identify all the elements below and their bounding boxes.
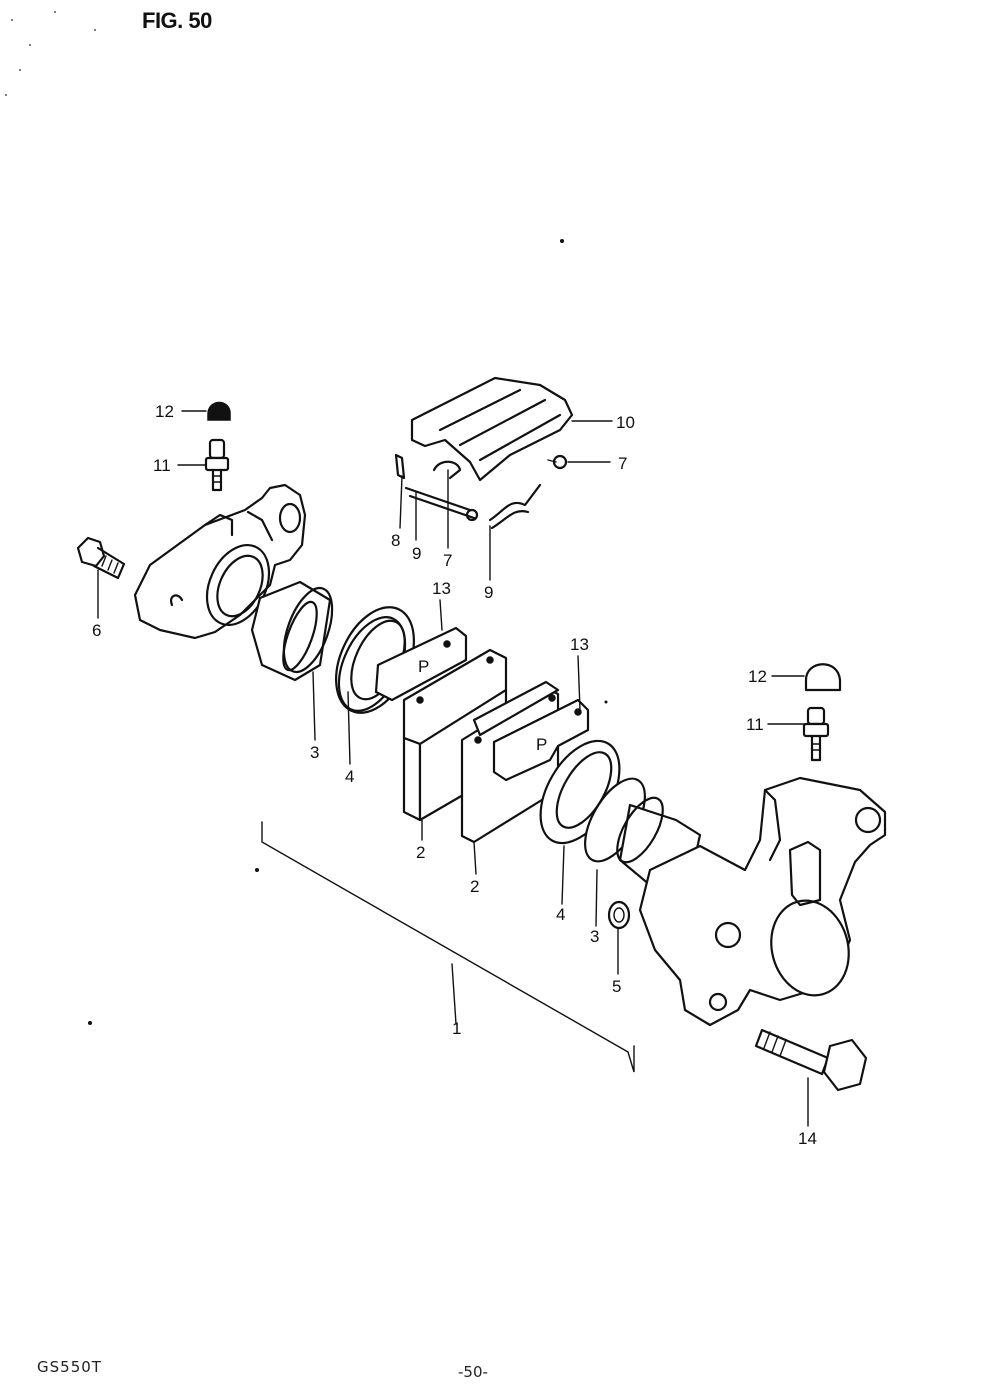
shim-mark-right: P — [536, 735, 547, 754]
piston-left — [250, 580, 334, 682]
callout-3-right: 3 — [590, 927, 599, 946]
callout-7-right: 7 — [618, 454, 627, 473]
footer-model-code: GS550T — [37, 1358, 102, 1376]
callout-6: 6 — [92, 621, 101, 640]
bleeder-valve-left — [204, 438, 230, 492]
callout-13-left: 13 — [432, 579, 451, 598]
callout-9-lower: 9 — [484, 583, 493, 602]
bleeder-valve-right — [802, 706, 830, 762]
callout-11-right: 11 — [746, 715, 764, 734]
callout-labels: 12 11 6 10 7 8 9 7 9 13 13 3 4 2 2 12 11… — [92, 402, 817, 1148]
bleeder-cap-right — [804, 663, 842, 692]
bolt-14 — [754, 1028, 868, 1092]
assembly-bracket — [261, 821, 635, 1073]
figure-title: FIG. 50 — [142, 8, 212, 33]
callout-2-left: 2 — [416, 843, 425, 862]
callout-3-left: 3 — [310, 743, 319, 762]
bleeder-cap-left — [207, 401, 231, 421]
callout-12-left: 12 — [155, 402, 174, 421]
callout-4-right: 4 — [556, 905, 565, 924]
scan-specks — [5, 11, 608, 1025]
callout-13-right: 13 — [570, 635, 589, 654]
shim-mark-left: P — [418, 657, 429, 676]
callout-12-right: 12 — [748, 667, 767, 686]
bolt-6 — [76, 536, 126, 580]
pad-cover — [410, 376, 574, 482]
callout-5: 5 — [612, 977, 621, 996]
callout-7-lower: 7 — [443, 551, 452, 570]
callout-2-right: 2 — [470, 877, 479, 896]
callout-1: 1 — [452, 1019, 461, 1038]
footer-page-number: -50- — [458, 1363, 488, 1381]
caliper-body-left — [133, 483, 307, 640]
callout-8: 8 — [391, 531, 400, 550]
shim-right: P — [492, 698, 590, 782]
shim-left: P — [374, 626, 468, 702]
callout-10: 10 — [616, 413, 635, 432]
callout-4-left: 4 — [345, 767, 354, 786]
washer-5 — [607, 900, 631, 930]
caliper-body-right — [638, 776, 887, 1027]
piston-seal-right — [539, 739, 646, 863]
pad-pins-and-springs — [394, 453, 568, 530]
callout-14: 14 — [798, 1129, 817, 1148]
leader-lines — [97, 410, 809, 1127]
callout-9-upper: 9 — [412, 544, 421, 563]
callout-11-left: 11 — [153, 456, 171, 475]
